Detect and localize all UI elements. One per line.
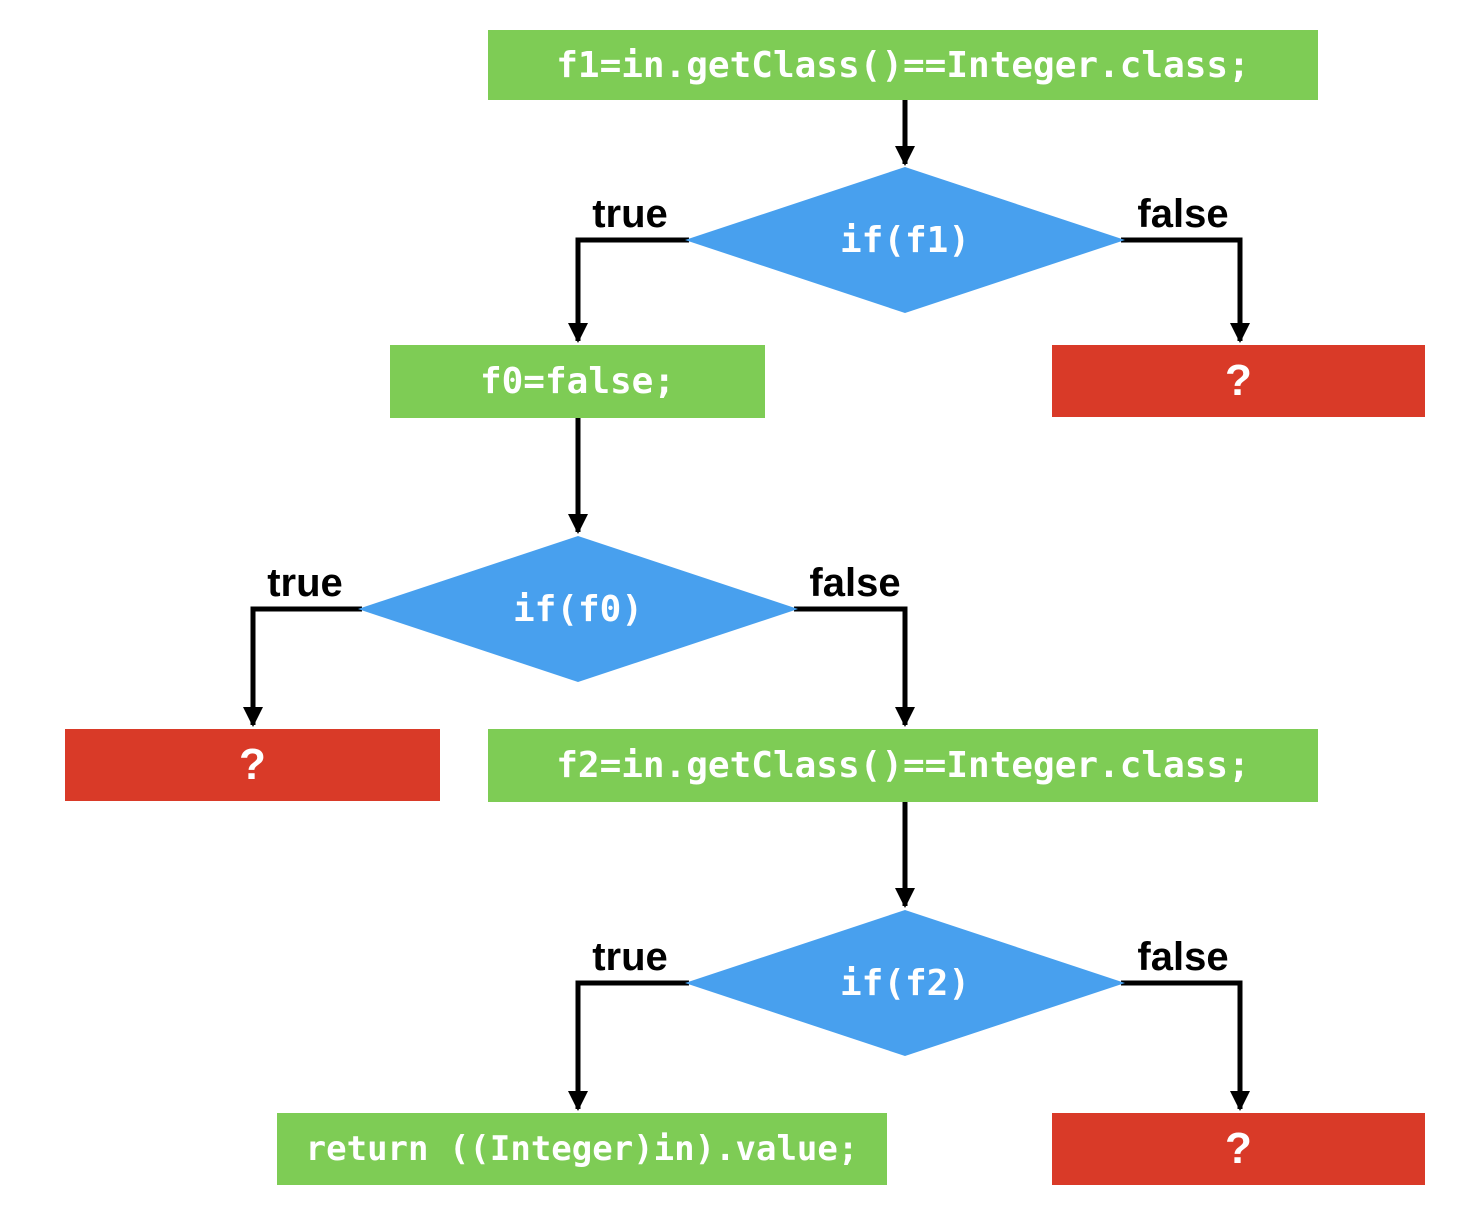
edge-decision-f0-false-to-stmt-f2: [794, 606, 915, 727]
node-unknown-f2-false: ?: [1052, 1113, 1425, 1185]
edge-decision-f2-false-to-unknown: [1121, 980, 1250, 1111]
branch-label-true-f1: true: [592, 192, 668, 236]
edge-decision-f0-true-to-unknown: [243, 606, 362, 727]
edge-decision-f2-true-to-return: [568, 980, 689, 1111]
node-stmt-return: return ((Integer)in).value;: [277, 1113, 887, 1185]
branch-label-true-f0: true: [267, 561, 343, 605]
branch-label-true-f2: true: [592, 935, 668, 979]
edge-decision-f1-true-to-stmt-f0: [568, 237, 689, 343]
node-stmt-f2: f2=in.getClass()==Integer.class;: [488, 729, 1318, 802]
node-unknown-f0-true: ?: [65, 729, 440, 801]
branch-label-false-f0: false: [809, 561, 901, 605]
node-stmt-f0: f0=false;: [390, 345, 765, 418]
edge-decision-f1-false-to-unknown: [1121, 237, 1250, 343]
node-stmt-f1: f1=in.getClass()==Integer.class;: [488, 30, 1318, 100]
branch-label-false-f1: false: [1137, 192, 1229, 236]
node-unknown-f1-false: ?: [1052, 345, 1425, 417]
branch-label-false-f2: false: [1137, 935, 1229, 979]
